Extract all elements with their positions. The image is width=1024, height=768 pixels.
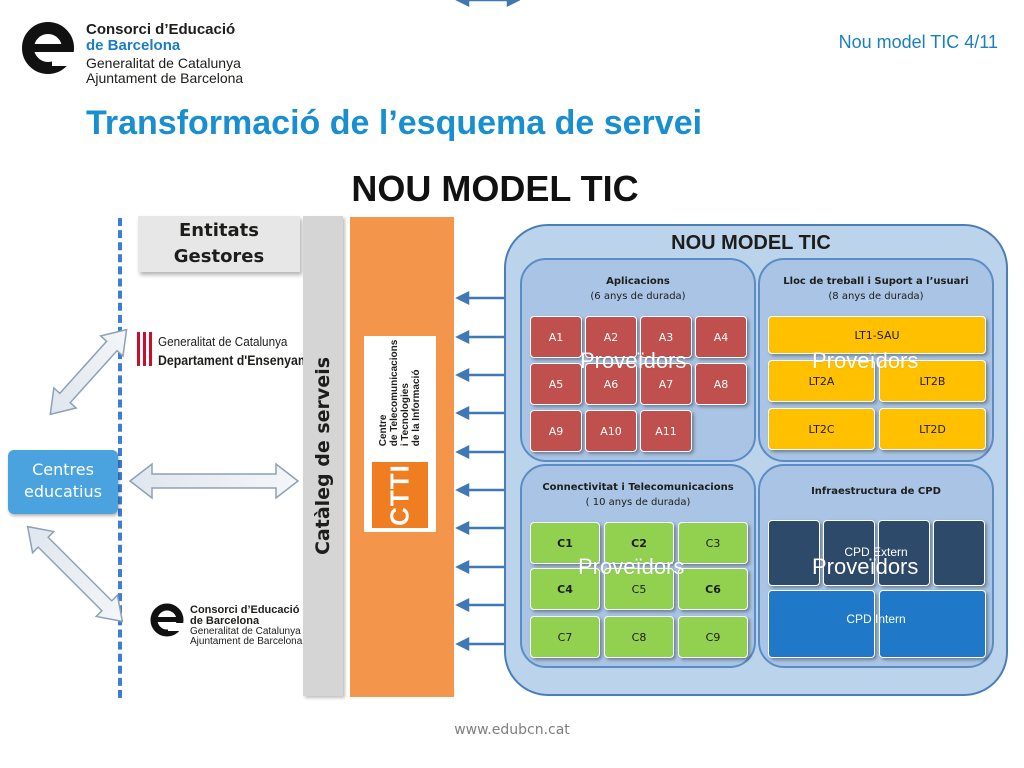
cpd-intern-label: CPD Intern [846,612,906,626]
tile-c8: C8 [604,616,674,658]
aplicacions-subtitle: (6 anys de durada) [590,291,686,302]
arrow-centres-to-generalitat [49,328,128,416]
logo-line-1: Consorci d’Educació [86,21,236,38]
ctti-logo-text: CTTI [384,464,415,526]
tile-a11: A11 [640,410,692,452]
centres-educatius-box: Centres educatius [8,450,118,514]
lloc-treball-title: Lloc de treball i Suport a l’usuari [783,276,969,287]
small-logo-line-2: de Barcelona [190,615,260,627]
arrow-centres-to-cataleg [128,462,300,500]
cpd-intern-tile-2 [879,590,986,658]
infraestructura-title: Infraestructura de CPD [811,486,941,497]
ctti-name-line-2: de Telecomunicacions [389,339,400,447]
slide-number: Nou model TIC 4/11 [838,32,998,52]
small-logo-line-1: Consorci d’Educació [190,604,300,616]
tile-c4: C4 [530,568,600,610]
tile-c6: C6 [678,568,748,610]
tile-c1: C1 [530,522,600,564]
generalitat-text: Generalitat de Catalunya [158,334,288,349]
quadrant-connectivitat: Connectivitat i Telecomunicacions ( 10 a… [520,464,756,668]
small-logo-line-4: Ajuntament de Barcelona [190,636,303,647]
tile-a8: A8 [695,363,747,405]
cpd-extern-tile-4 [933,520,985,586]
tile-lt2a: LT2A [768,360,875,402]
cpd-extern-tile-2 [823,520,875,586]
tile-a4: A4 [695,316,747,358]
page-title: Transformació de l’esquema de servei [86,104,703,142]
consorci-logo-bar [30,44,68,52]
ctti-name-line-3: i Tecnologies [400,383,411,447]
tile-lt2d: LT2D [879,408,986,450]
logo-line-4: Ajuntament de Barcelona [86,70,244,86]
dashed-divider [118,218,122,698]
small-logo-line-3: Generalitat de Catalunya [190,626,301,637]
slide-subtitle: NOU MODEL TIC [351,168,639,209]
tile-c5: C5 [604,568,674,610]
departament-text: Departament d'Ensenyament [158,352,328,368]
nou-model-title: NOU MODEL TIC [671,232,831,254]
cpd-extern-tile-3 [878,520,930,586]
cataleg-serveis-bar [303,216,343,696]
tile-lt2b: LT2B [879,360,986,402]
tile-c2: C2 [604,522,674,564]
tile-c3: C3 [678,522,748,564]
logo-line-2: de Barcelona [86,37,181,54]
tile-a5: A5 [530,363,582,405]
tile-a7: A7 [640,363,692,405]
quadrant-lloc-treball: Lloc de treball i Suport a l’usuari (8 a… [758,258,994,462]
tile-a10: A10 [585,410,637,452]
tile-a2: A2 [585,316,637,358]
tile-a3: A3 [640,316,692,358]
arrow-centres-to-consorci [26,525,124,623]
quadrant-infraestructura: Infraestructura de CPD CPD Extern CPD In… [758,464,994,668]
connectivitat-subtitle: ( 10 anys de durada) [585,497,691,508]
cataleg-serveis-label: Catàleg de serveis [312,356,334,556]
tile-a9: A9 [530,410,582,452]
cpd-intern-tile-1 [768,590,875,658]
ctti-name: Centre de Telecomunicacions i Tecnologie… [378,340,422,447]
consorci-logo-cut [52,52,78,66]
connectivitat-title: Connectivitat i Telecomunicacions [542,482,734,493]
aplicacions-title: Aplicacions [606,276,670,287]
quadrant-aplicacions: Aplicacions (6 anys de durada) A1 A2 A3 … [520,258,756,462]
entitats-gestores-box: Entitats Gestores [138,216,300,272]
logo-line-3: Generalitat de Catalunya [86,55,241,71]
lloc-treball-subtitle: (8 anys de durada) [828,291,924,302]
consorci-small-logo-icon [150,603,184,637]
generalitat-logo-icon [136,332,154,366]
cpd-extern-label: CPD Extern [844,545,908,559]
tile-lt1-sau: LT1-SAU [768,316,986,354]
tile-a1: A1 [530,316,582,358]
cpd-extern-tile-1 [768,520,820,586]
footer-url[interactable]: www.edubcn.cat [454,722,570,738]
tile-c7: C7 [530,616,600,658]
tile-c9: C9 [678,616,748,658]
tile-lt2c: LT2C [768,408,875,450]
ctti-logo-icon [372,462,428,528]
ctti-name-line-4: de la Informació [411,369,422,447]
ctti-name-line-1: Centre [378,414,389,447]
tile-a6: A6 [585,363,637,405]
